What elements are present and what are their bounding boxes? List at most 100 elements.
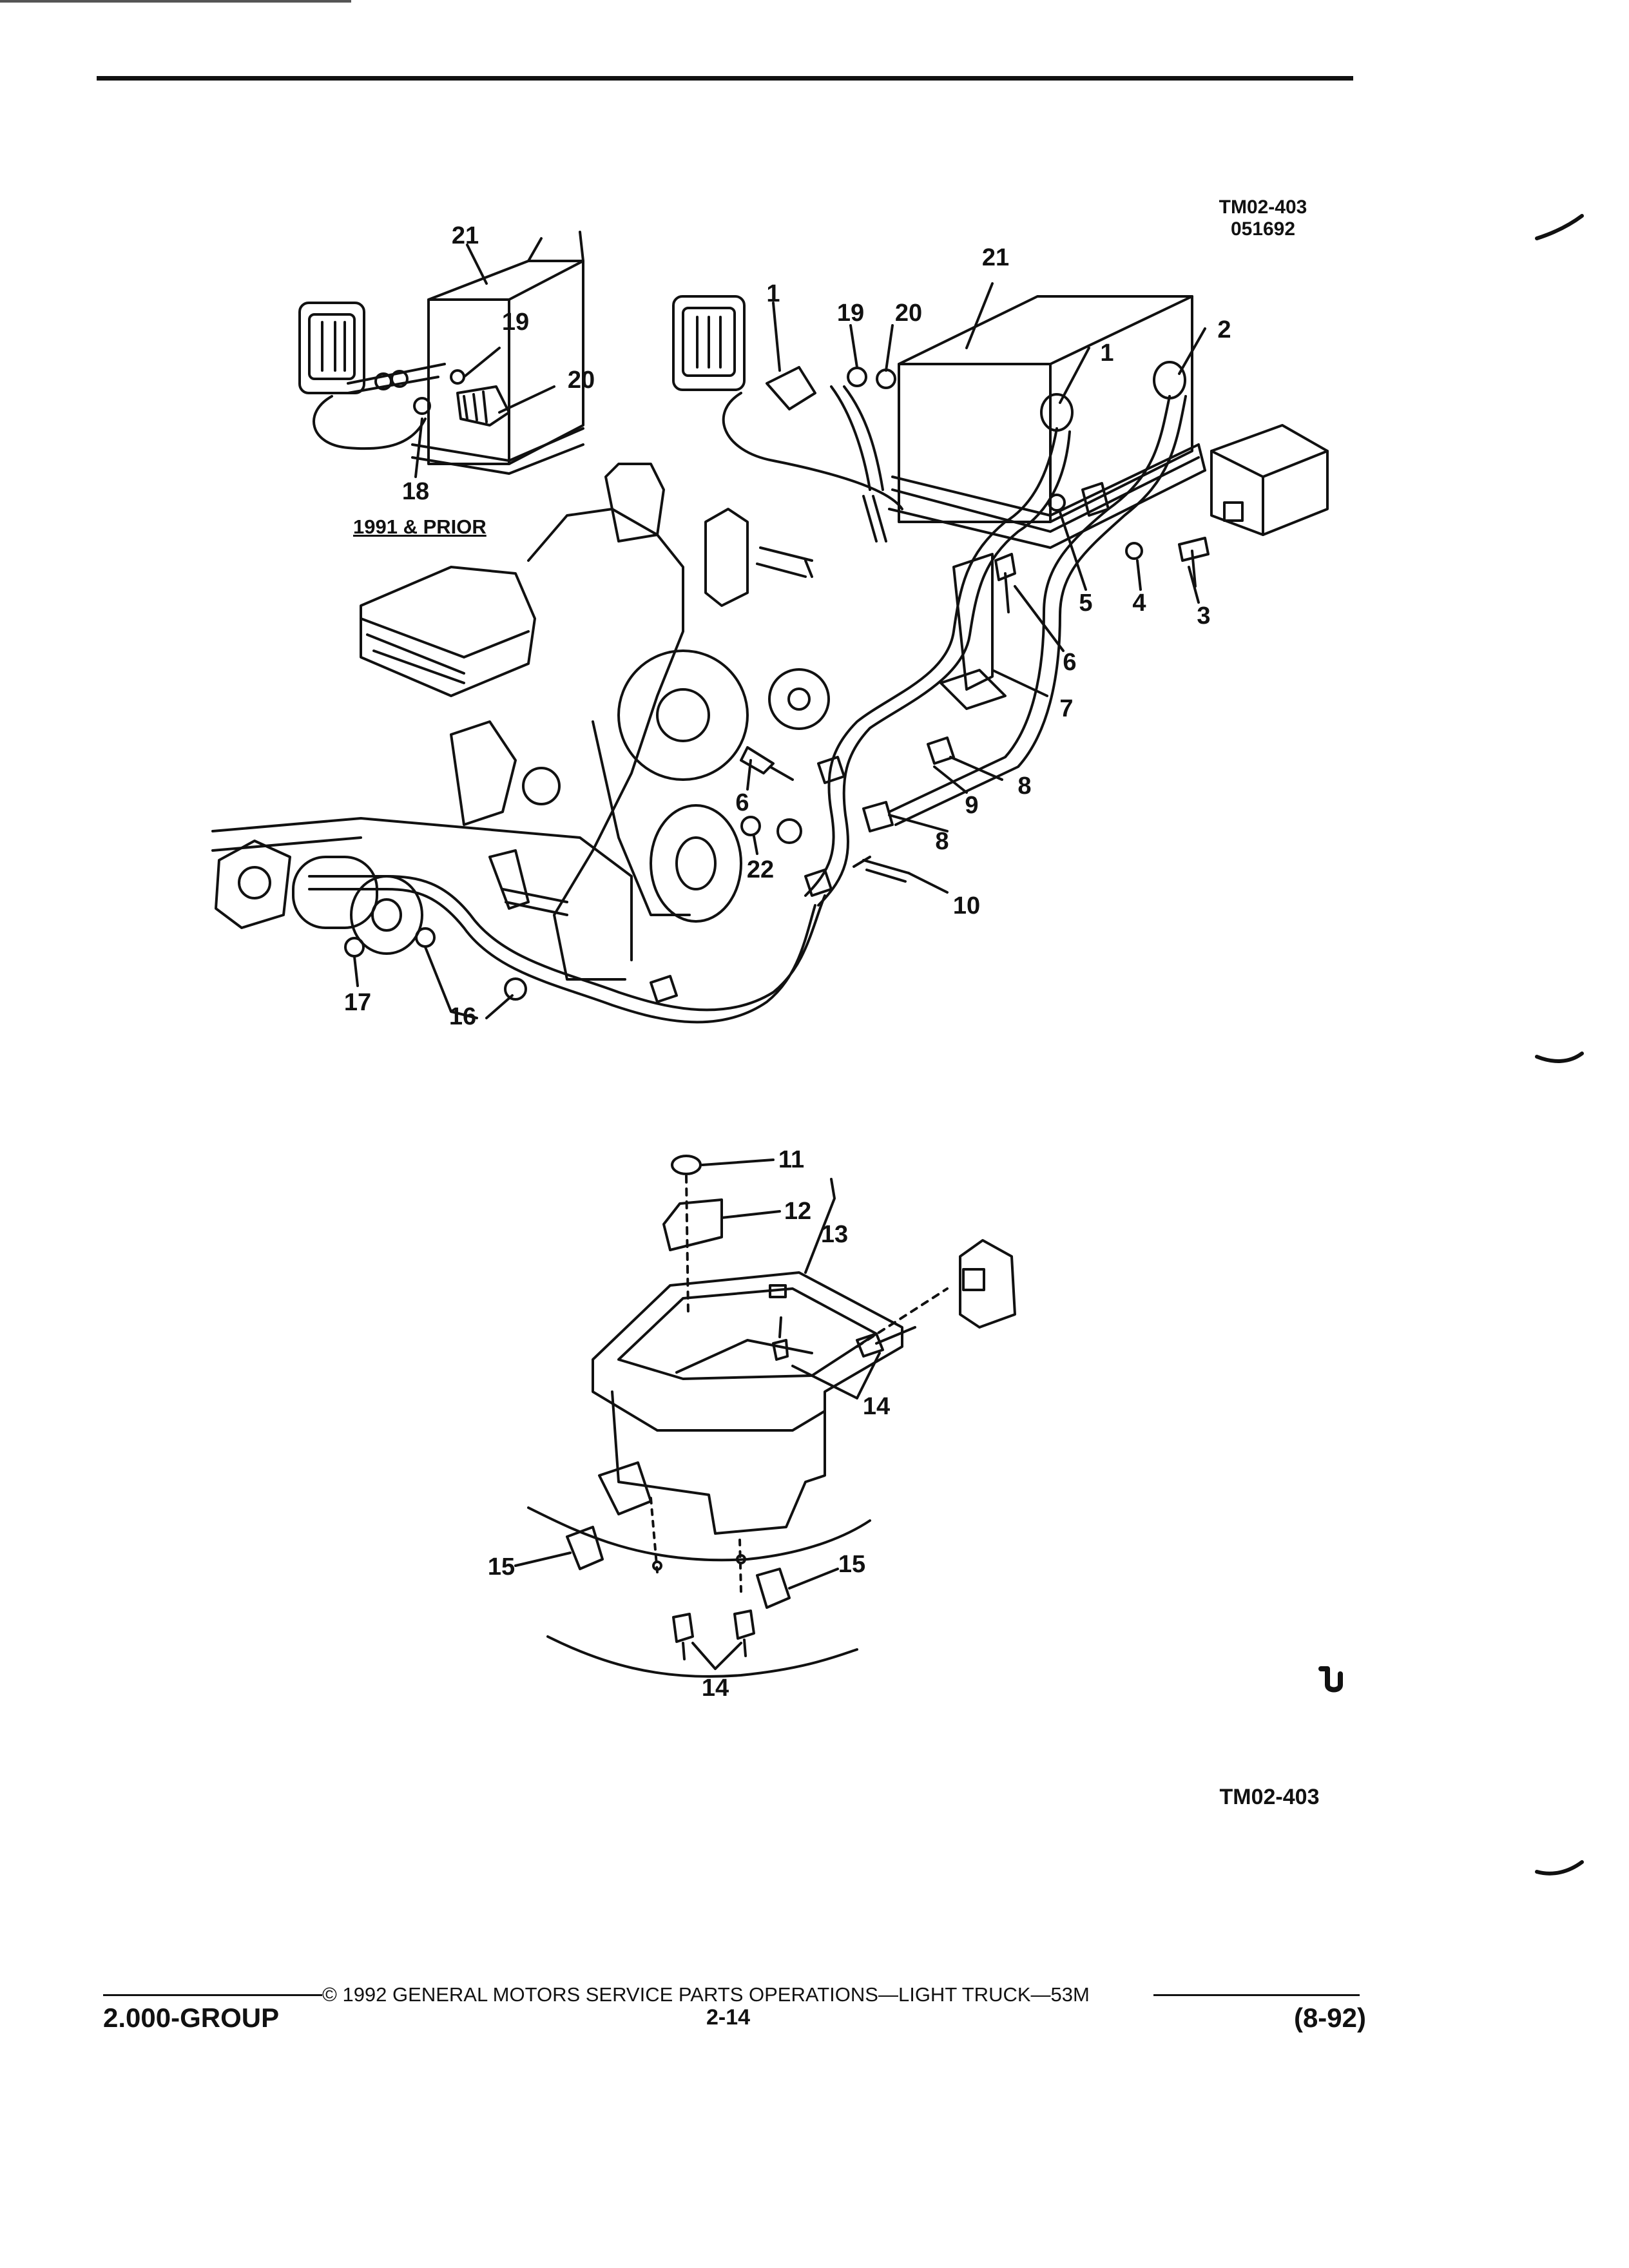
inset-connector-face <box>308 313 356 380</box>
leader-14-upper <box>791 1365 858 1399</box>
battery-tray-inner <box>617 1287 878 1380</box>
clip-15-right <box>756 1568 791 1609</box>
callout-11: 11 <box>778 1146 804 1173</box>
clip-bottom <box>650 975 678 1003</box>
starter-motor <box>215 840 568 1019</box>
bolt-10-shank <box>853 856 871 868</box>
leader-2 <box>1178 327 1206 375</box>
clip-mid <box>862 801 894 832</box>
callout-6-lower: 6 <box>735 789 749 816</box>
negative-cable <box>888 395 1187 826</box>
footer-rule-right <box>1153 1994 1360 1996</box>
frame-rail <box>1210 424 1329 536</box>
callout-8-lower: 8 <box>935 828 949 855</box>
nut-11 <box>671 1155 702 1175</box>
callout-3: 3 <box>1197 602 1210 629</box>
callout-22: 22 <box>747 856 774 883</box>
top-edge-mark <box>0 0 351 3</box>
leader-6-lower <box>746 759 752 791</box>
crank-pulley-hub <box>787 687 811 711</box>
bolt-axis-left <box>650 1497 659 1573</box>
nut-19 <box>847 367 867 387</box>
leader-3 <box>1188 566 1200 604</box>
leader-15-left <box>514 1552 572 1567</box>
nut-16-upper <box>415 927 436 948</box>
leader-4 <box>1136 559 1142 591</box>
crank-pulley <box>768 668 830 730</box>
cable-tube-bracket <box>488 849 568 916</box>
main-connector-face <box>682 307 736 377</box>
fan-belt <box>704 508 749 607</box>
inset-nut-18 <box>413 397 431 415</box>
inset-battery-top-edge <box>427 260 584 301</box>
callout-14-upper: 14 <box>863 1393 890 1420</box>
junction-block <box>766 366 816 410</box>
callout-10: 10 <box>953 892 980 919</box>
starter-end-hub <box>371 898 402 932</box>
footer-rule-left <box>103 1994 322 1996</box>
wire-loom <box>862 495 887 543</box>
callout-7: 7 <box>1059 695 1073 722</box>
leader-10 <box>907 872 949 894</box>
leader-11 <box>701 1158 775 1166</box>
callout-16: 16 <box>449 1003 476 1030</box>
clip-8-upper <box>927 736 955 765</box>
drawing-date: 051692 <box>1230 218 1296 240</box>
callout-21-main: 21 <box>982 244 1009 271</box>
callout-12: 12 <box>784 1198 811 1225</box>
nut-5 <box>1048 494 1066 512</box>
margin-mark-3 <box>1535 1860 1584 1876</box>
engine-block <box>211 463 830 981</box>
callout-1-battery: 1 <box>1100 340 1113 367</box>
frame-rail-edges <box>1210 450 1329 536</box>
leader-1-upper <box>772 302 781 372</box>
bolt-6-upper <box>994 553 1016 613</box>
fender-lower-curve <box>546 1635 858 1678</box>
leader-8-lower <box>888 814 949 832</box>
footer-revision: (8-92) <box>1293 2003 1366 2033</box>
nut-16-lower <box>504 977 527 1001</box>
leader-14-upper-b <box>856 1352 881 1399</box>
inset-cable <box>313 395 427 450</box>
clip-upper <box>817 756 845 784</box>
inset-terminal-block <box>456 385 510 427</box>
battery-tray-base <box>611 1390 826 1535</box>
leader-8-upper <box>949 756 1003 781</box>
callout-5: 5 <box>1079 590 1092 617</box>
wall-bracket-hole <box>962 1268 985 1291</box>
inset-1991-prior <box>298 231 584 478</box>
callout-15-right: 15 <box>838 1551 865 1578</box>
battery-tray-assembly <box>514 1155 1016 1678</box>
tray-slot <box>769 1284 787 1298</box>
bolt-6-lower <box>740 746 794 781</box>
balancer-hub <box>675 836 717 890</box>
water-pump-hub <box>656 688 710 742</box>
hole-left <box>652 1561 662 1571</box>
callout-19-inset: 19 <box>502 309 529 336</box>
gm-logo-mark <box>1318 1666 1343 1693</box>
callout-15-left: 15 <box>488 1553 515 1581</box>
fender-curve <box>527 1506 871 1562</box>
inset-connector <box>298 302 365 394</box>
leader-20-inset <box>498 385 555 414</box>
inset-battery-rear-lines <box>527 231 584 262</box>
battery-top-edge <box>898 295 1193 365</box>
thermostat-housing <box>604 463 665 543</box>
positive-cable <box>804 427 1058 897</box>
main-connector-pins <box>696 316 722 369</box>
drawing-code: TM02-403 <box>1219 197 1307 218</box>
leader-21-inset <box>466 244 488 285</box>
callout-14-lower: 14 <box>702 1675 729 1702</box>
callout-8-upper: 8 <box>1017 773 1031 800</box>
footer-copyright: © 1992 GENERAL MOTORS SERVICE PARTS OPER… <box>322 1983 1090 2006</box>
battery-tray <box>592 1271 903 1432</box>
manifold <box>450 720 517 826</box>
belt-path <box>592 720 691 916</box>
starter-end-cap <box>350 875 423 955</box>
callout-18: 18 <box>402 478 429 505</box>
leader-17 <box>353 956 359 987</box>
ground-hardware <box>853 327 1329 894</box>
nut-cable-end <box>776 818 802 844</box>
